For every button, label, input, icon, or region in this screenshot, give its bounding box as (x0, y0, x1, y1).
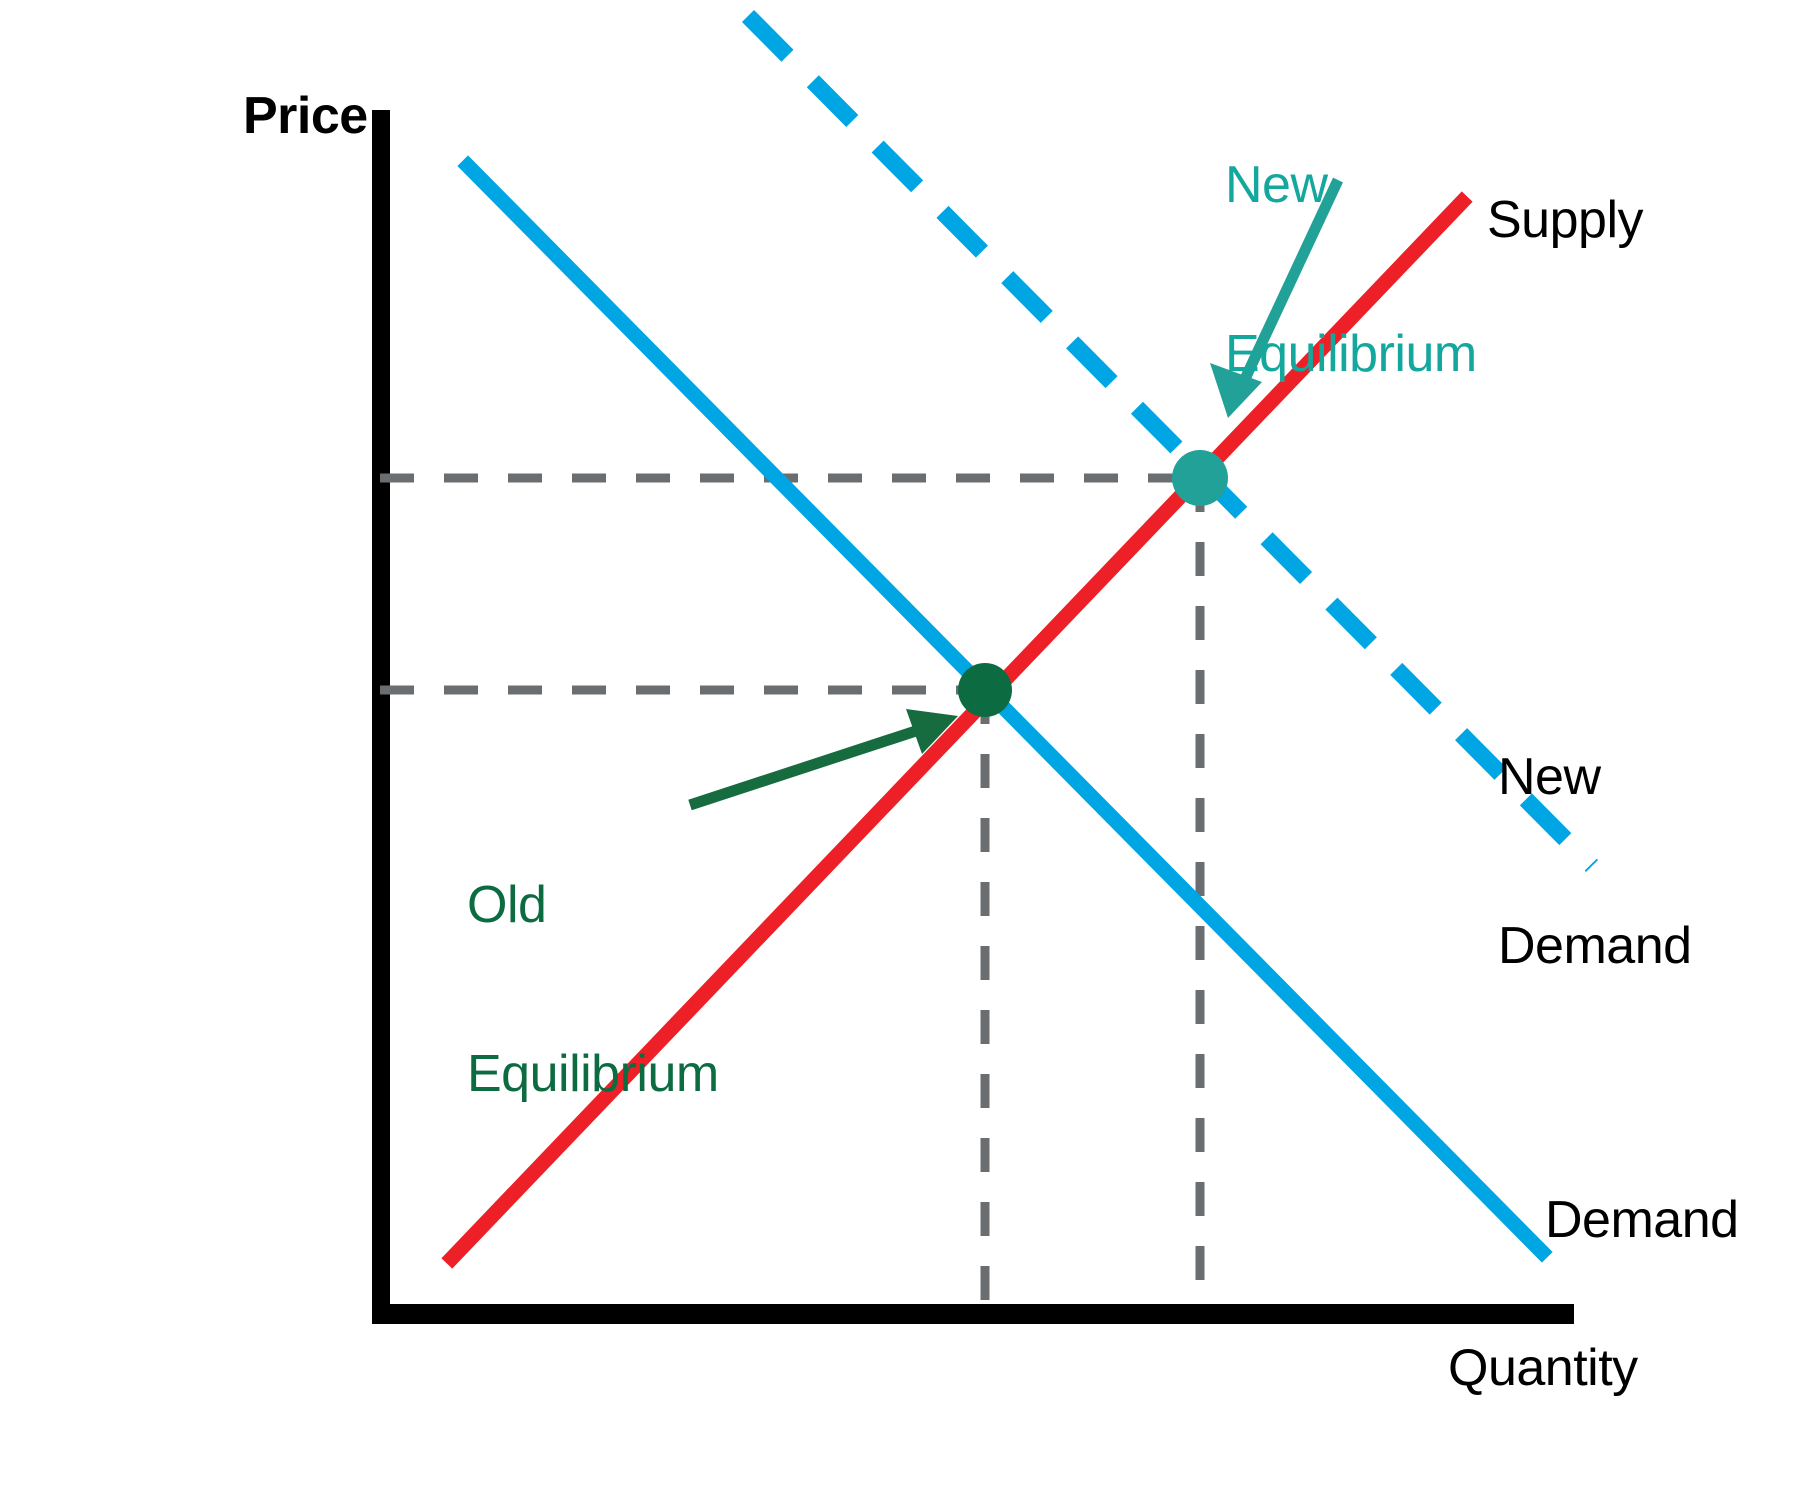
demand-curve-label: Demand (1545, 1191, 1739, 1249)
curves-group (441, 10, 1599, 1269)
y-axis-label: Price (243, 87, 368, 145)
new-demand-label-line-2: Demand (1498, 916, 1692, 975)
new-equilibrium-arrow-head (1210, 363, 1262, 418)
old-equilibrium-arrow-shaft (688, 722, 927, 811)
y-axis (372, 110, 390, 1322)
new-demand-label-line-1: New (1498, 748, 1601, 807)
old-equilibrium-label-line-2: Equilibrium (467, 1044, 719, 1103)
old-equilibrium-arrow-head (906, 709, 958, 754)
x-axis (372, 1304, 1574, 1324)
demand-curve (457, 155, 1553, 1263)
x-axis-label: Quantity (1448, 1339, 1638, 1397)
new-equilibrium-arrow-shaft (1232, 177, 1343, 399)
old-equilibrium-label: Old Equilibrium (467, 765, 719, 1214)
supply-curve (441, 191, 1473, 1269)
old-equilibrium-label-line-1: Old (467, 876, 547, 935)
old-equilibrium-point[interactable] (958, 663, 1012, 717)
new-equilibrium-point[interactable] (1172, 450, 1228, 506)
equilibrium-points-group (958, 450, 1228, 717)
annotation-arrows-group (688, 177, 1343, 811)
new-equilibrium-label-line-1: New (1225, 156, 1328, 215)
new-demand-curve-label: New Demand (1498, 637, 1692, 1086)
supply-curve-label: Supply (1487, 191, 1644, 249)
guide-lines-group (380, 473, 1205, 1310)
new-equilibrium-label-line-2: Equilibrium (1225, 324, 1477, 383)
axes-group (372, 110, 1574, 1324)
new-equilibrium-label: New Equilibrium (1225, 45, 1477, 494)
new-demand-curve (741, 10, 1599, 872)
